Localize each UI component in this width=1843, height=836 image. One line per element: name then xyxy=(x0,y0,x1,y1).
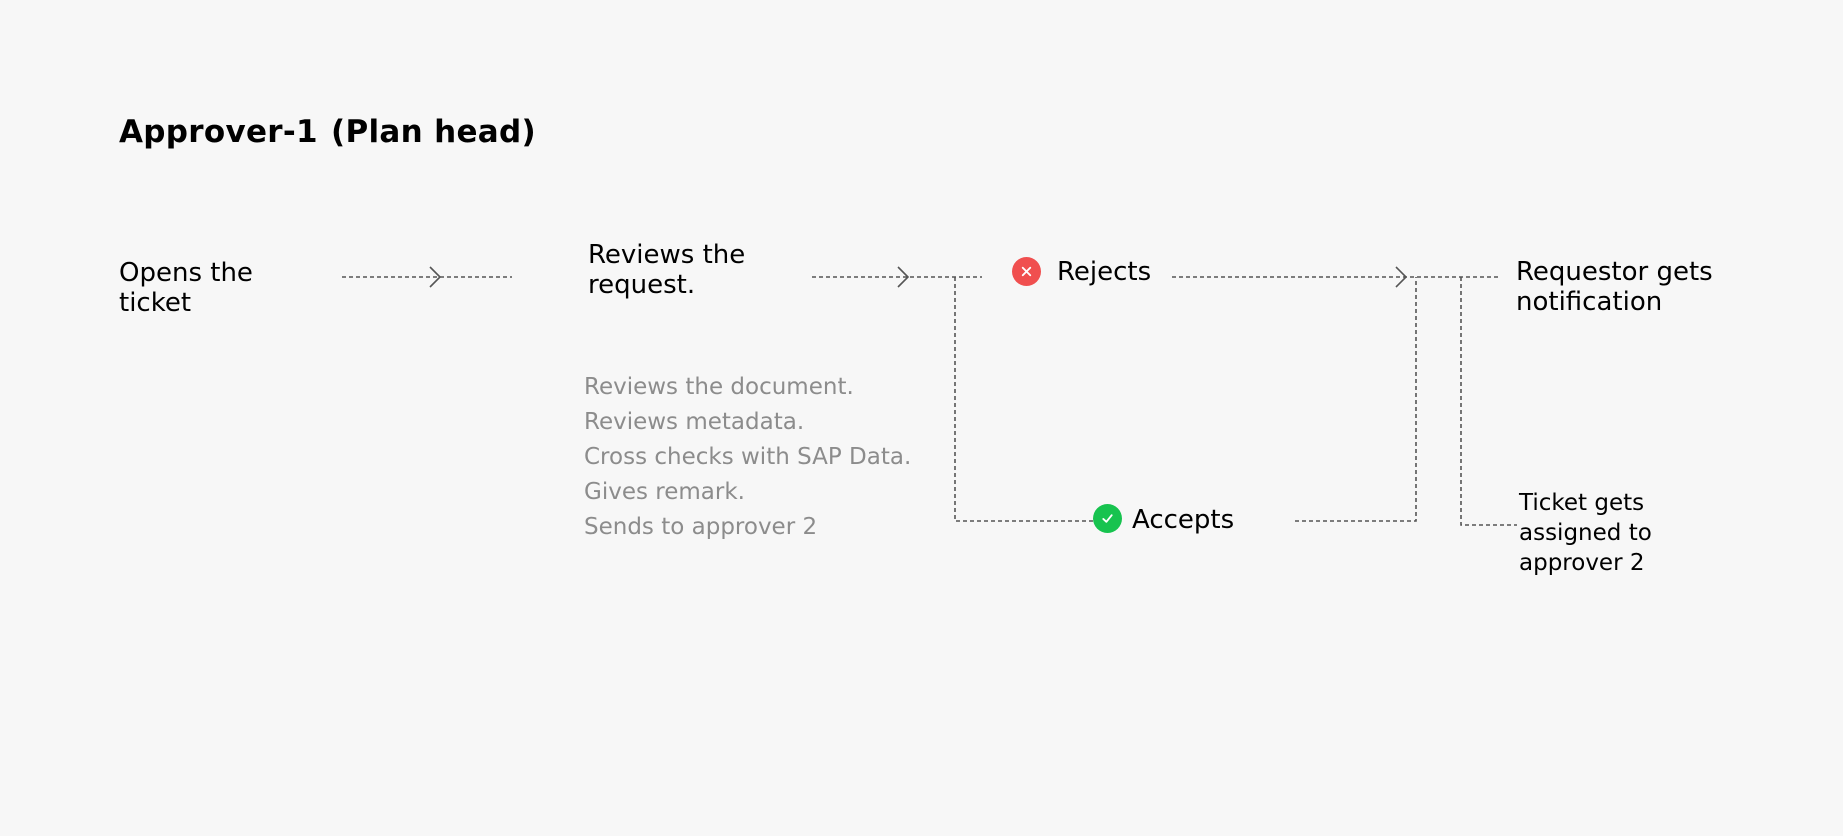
connector-accept-merge xyxy=(1295,277,1417,522)
step-label-line: notification xyxy=(1516,287,1663,317)
arrow-head-icon xyxy=(897,266,910,288)
step-rejects: Rejects xyxy=(1057,257,1152,287)
step-accepts: Accepts xyxy=(1132,505,1235,535)
check-circle-icon xyxy=(1093,504,1122,533)
review-detail-item: Gives remark. xyxy=(584,479,745,505)
review-detail-item: Cross checks with SAP Data. xyxy=(584,444,912,470)
step-label-line: Opens the xyxy=(119,258,253,288)
step-label-line: approver 2 xyxy=(1519,550,1645,576)
step-label-line: request. xyxy=(588,270,696,300)
step-opens-ticket: Opens the ticket xyxy=(119,258,253,318)
step-label-line: Reviews the xyxy=(588,240,746,270)
step-label-line: assigned to xyxy=(1519,520,1652,546)
step-label-line: ticket xyxy=(119,288,192,318)
connector-merge-assign xyxy=(1460,277,1517,526)
step-label-line: Ticket gets xyxy=(1519,490,1645,516)
connector-split-accept xyxy=(954,277,1093,522)
step-label-line: Requestor gets xyxy=(1516,257,1713,287)
review-detail-item: Sends to approver 2 xyxy=(584,514,818,540)
review-details-list: Reviews the document. Reviews metadata. … xyxy=(584,370,911,545)
step-ticket-assigned: Ticket gets assigned to approver 2 xyxy=(1519,488,1652,578)
diagram-title: Approver-1 xyxy=(119,114,318,150)
step-reviews-request: Reviews the request. xyxy=(588,240,745,300)
arrow-head-icon xyxy=(429,266,442,288)
close-circle-icon xyxy=(1012,257,1041,286)
step-requestor-notified: Requestor gets notification xyxy=(1516,257,1713,317)
arrow-head-icon xyxy=(1395,266,1408,288)
diagram-subtitle: (Plan head) xyxy=(331,114,536,150)
review-detail-item: Reviews metadata. xyxy=(584,409,805,435)
review-detail-item: Reviews the document. xyxy=(584,374,854,400)
